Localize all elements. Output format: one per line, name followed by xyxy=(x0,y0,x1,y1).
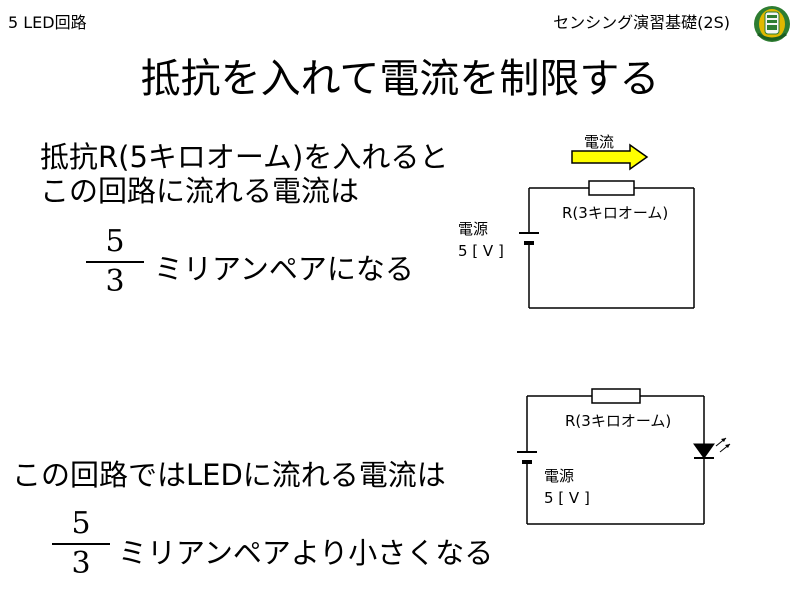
slide-number: 5 LED回路 xyxy=(8,13,87,32)
circuit-2-resistor-label: R(3キロオーム) xyxy=(565,412,671,430)
circuit-2-battery xyxy=(517,451,537,464)
current-arrow-icon xyxy=(571,143,649,171)
fraction-2: 5 3 xyxy=(52,508,110,580)
circuit-2-wires xyxy=(526,395,705,525)
circuit-2-resistor xyxy=(591,388,641,404)
circuit-1-wires xyxy=(528,187,695,309)
fraction-2-bar xyxy=(52,543,110,545)
fraction-2-numerator: 5 xyxy=(71,506,91,541)
explanation-line-1: 抵抗R(5キロオーム)を入れると xyxy=(40,140,449,174)
explanation-text-2: この回路ではLEDに流れる電流は xyxy=(12,458,446,492)
led-icon xyxy=(693,437,731,459)
circuit-1-battery xyxy=(519,232,539,245)
fraction-1: 5 3 xyxy=(86,226,144,298)
circuit-1-resistor-label: R(3キロオーム) xyxy=(562,204,668,222)
fraction-1-numerator: 5 xyxy=(105,224,125,259)
fraction-1-denominator: 3 xyxy=(105,264,125,299)
explanation-line-2: この回路に流れる電流は xyxy=(40,174,360,208)
explanation-tail-2: ミリアンペアより小さくなる xyxy=(118,536,494,570)
school-emblem-logo xyxy=(754,6,790,42)
circuit-2-source-label: 電源 xyxy=(544,467,574,485)
slide-title: 抵抗を入れて電流を制限する xyxy=(140,56,660,102)
circuit-1-voltage-label: 5 [ V ] xyxy=(458,242,504,260)
explanation-tail-1: ミリアンペアになる xyxy=(154,252,414,286)
explanation-text-1: 抵抗R(5キロオーム)を入れると この回路に流れる電流は xyxy=(40,140,448,208)
course-title: センシング演習基礎(2S) xyxy=(553,13,730,32)
circuit-1-resistor xyxy=(588,180,635,196)
circuit-1-current-label: 電流 xyxy=(584,133,614,151)
circuit-1-source-label: 電源 xyxy=(458,220,488,238)
circuit-2-voltage-label: 5 [ V ] xyxy=(544,489,590,507)
fraction-2-denominator: 3 xyxy=(71,546,91,581)
fraction-1-bar xyxy=(86,261,144,263)
